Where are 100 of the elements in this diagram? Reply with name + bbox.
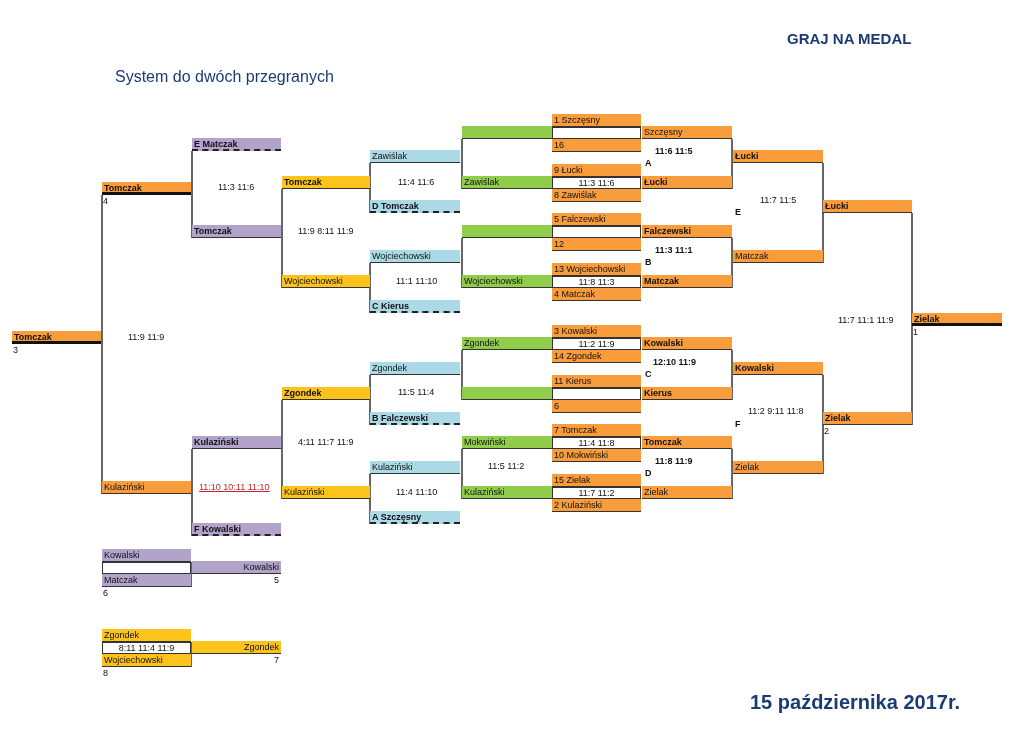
score-label: 11:3 11:1	[655, 245, 693, 256]
score-box: 11:7 11:2	[552, 487, 641, 499]
match-letter: F	[735, 419, 741, 430]
bracket-line	[191, 194, 193, 239]
bracket-line	[369, 188, 371, 214]
player-bar: Tomczak	[642, 436, 732, 449]
bracket-line	[369, 498, 371, 525]
bracket-line	[101, 343, 103, 495]
bracket-line	[461, 162, 463, 190]
bracket-line	[911, 212, 913, 327]
score-box: 11:3 11:6	[552, 177, 641, 189]
player-bar: Łucki	[642, 176, 732, 189]
player-bar: Matczak	[642, 275, 732, 288]
player-bar: 3 Kowalski	[552, 325, 641, 338]
player-bar: 10 Mokwiński	[552, 449, 641, 462]
bracket-line	[911, 325, 913, 426]
bracket-line	[190, 561, 192, 575]
player-bar: 8 Zawiślak	[552, 189, 641, 202]
player-bar: 11 Kierus	[552, 375, 641, 388]
bracket-line	[822, 374, 824, 426]
bracket-line	[731, 473, 733, 500]
match-letter: B	[645, 257, 652, 268]
player-bar: Zgondek	[462, 337, 552, 350]
player-bar: Zgondek	[192, 641, 281, 654]
player-bar: Zielak	[823, 412, 912, 425]
player-bar: Zawiślak	[462, 176, 552, 189]
player-bar: 7 Tomczak	[552, 424, 641, 437]
player-bar: Zawiślak	[370, 150, 460, 163]
score-box: 11:8 11:3	[552, 276, 641, 288]
score-label: 11:4 11:6	[398, 177, 435, 188]
bracket-line	[461, 349, 463, 376]
bracket-line	[191, 150, 193, 196]
player-bar: Matczak	[102, 574, 191, 587]
seed-number: 5	[273, 575, 279, 585]
seed-number: 2	[824, 426, 829, 436]
seed-number: 4	[103, 196, 108, 206]
score-box: 11:4 11:8	[552, 437, 641, 449]
bracket-line	[461, 448, 463, 475]
bracket-line	[461, 262, 463, 289]
score-label: 11:5 11:4	[398, 387, 435, 398]
player-bar: 15 Zielak	[552, 474, 641, 487]
score-label: 11:7 11:1 11:9	[838, 315, 894, 326]
player-bar: 2 Kulaziński	[552, 499, 641, 512]
bracket-line	[281, 237, 283, 289]
player-bar: Wojciechowski	[462, 275, 552, 288]
match-letter: C	[645, 369, 652, 380]
player-bar: Kulaziński	[370, 461, 460, 474]
score-label: 11:7 11:5	[760, 195, 797, 206]
bracket-line	[822, 424, 824, 475]
bracket-line	[369, 162, 371, 190]
player-bar: Matczak	[733, 250, 823, 263]
bracket-line	[461, 473, 463, 500]
player-bar: Falczewski	[642, 225, 732, 238]
score-label: 11:3 11:6	[218, 182, 255, 193]
bracket-line	[731, 138, 733, 164]
score-label: 11:2 9:11 11:8	[748, 406, 804, 417]
score-box: 11:2 11:9	[552, 338, 641, 350]
bracket-line	[190, 653, 192, 668]
player-bar: 6	[552, 400, 641, 413]
player-bar: Mokwiński	[462, 436, 552, 449]
seed-number: 3	[13, 345, 18, 355]
event-heading: GRAJ NA MEDAL	[787, 30, 912, 48]
bracket-line	[369, 473, 371, 500]
match-letter: D	[645, 468, 652, 479]
bracket-line	[731, 262, 733, 289]
player-bar: Wojciechowski	[370, 250, 460, 263]
bracket-line	[190, 573, 192, 588]
player-bar: A Szczęsny	[370, 511, 460, 524]
bracket-line	[461, 138, 463, 164]
score-label: 12:10 11:9	[653, 357, 697, 368]
player-bar: C Kierus	[370, 300, 460, 313]
player-bar: Tomczak	[102, 182, 191, 195]
bracket-line	[461, 374, 463, 401]
seed-number: 1	[913, 327, 918, 337]
bracket-line	[369, 399, 371, 426]
player-bar: Łucki	[823, 200, 912, 213]
bracket-line	[461, 237, 463, 264]
player-bar: Kowalski	[733, 362, 823, 375]
score-label: 11:5 11:2	[488, 461, 525, 472]
score-label: 11:4 11:10	[396, 487, 438, 498]
bracket-line	[101, 194, 103, 345]
bracket-line	[731, 349, 733, 376]
player-bar: Zgondek	[282, 387, 370, 400]
player-bar: E Matczak	[192, 138, 281, 151]
bracket-line	[281, 448, 283, 500]
player-bar: Zielak	[733, 461, 823, 474]
score-label: 11:10 10:11 11:10	[199, 482, 270, 493]
bracket-line	[731, 448, 733, 475]
player-bar: Kowalski	[102, 549, 191, 562]
player-bar: Zgondek	[370, 362, 460, 375]
player-bar: F Kowalski	[192, 523, 281, 536]
bracket-line	[191, 448, 193, 495]
player-bar: 9 Łucki	[552, 164, 641, 177]
bracket-line	[822, 212, 824, 264]
player-bar: Szczęsny	[642, 126, 732, 139]
bracket-line	[369, 287, 371, 314]
player-bar: Tomczak	[12, 331, 101, 344]
player-bar: Łucki	[733, 150, 823, 163]
player-bar: Kowalski	[642, 337, 732, 350]
score-box: 8:11 11:4 11:9	[102, 642, 191, 654]
